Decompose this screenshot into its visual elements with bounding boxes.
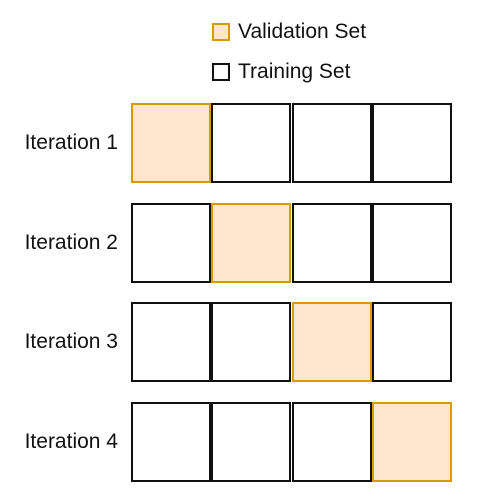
training-fold [211, 103, 291, 183]
iteration-label: Iteration 3 [24, 330, 118, 353]
training-fold [372, 302, 452, 382]
validation-fold [372, 402, 452, 482]
validation-fold [292, 302, 372, 382]
training-fold [292, 402, 372, 482]
training-swatch [212, 63, 230, 81]
training-fold [211, 402, 291, 482]
training-fold [292, 203, 372, 283]
legend-item-validation: Validation Set [212, 20, 366, 44]
iteration-label: Iteration 1 [24, 131, 118, 154]
iteration-row: Iteration 4 [0, 402, 480, 482]
training-fold [211, 302, 291, 382]
iteration-row: Iteration 3 [0, 302, 480, 382]
training-fold [131, 203, 211, 283]
training-fold [131, 402, 211, 482]
iteration-label: Iteration 4 [24, 430, 118, 453]
legend-label-training: Training Set [238, 60, 351, 83]
training-fold [131, 302, 211, 382]
training-fold [372, 103, 452, 183]
validation-fold [211, 203, 291, 283]
training-fold [372, 203, 452, 283]
training-fold [292, 103, 372, 183]
iteration-row: Iteration 1 [0, 103, 480, 183]
iteration-label: Iteration 2 [24, 231, 118, 254]
legend-label-validation: Validation Set [238, 20, 367, 43]
iteration-row: Iteration 2 [0, 203, 480, 283]
legend-item-training: Training Set [212, 60, 350, 84]
validation-swatch [212, 23, 230, 41]
validation-fold [131, 103, 211, 183]
